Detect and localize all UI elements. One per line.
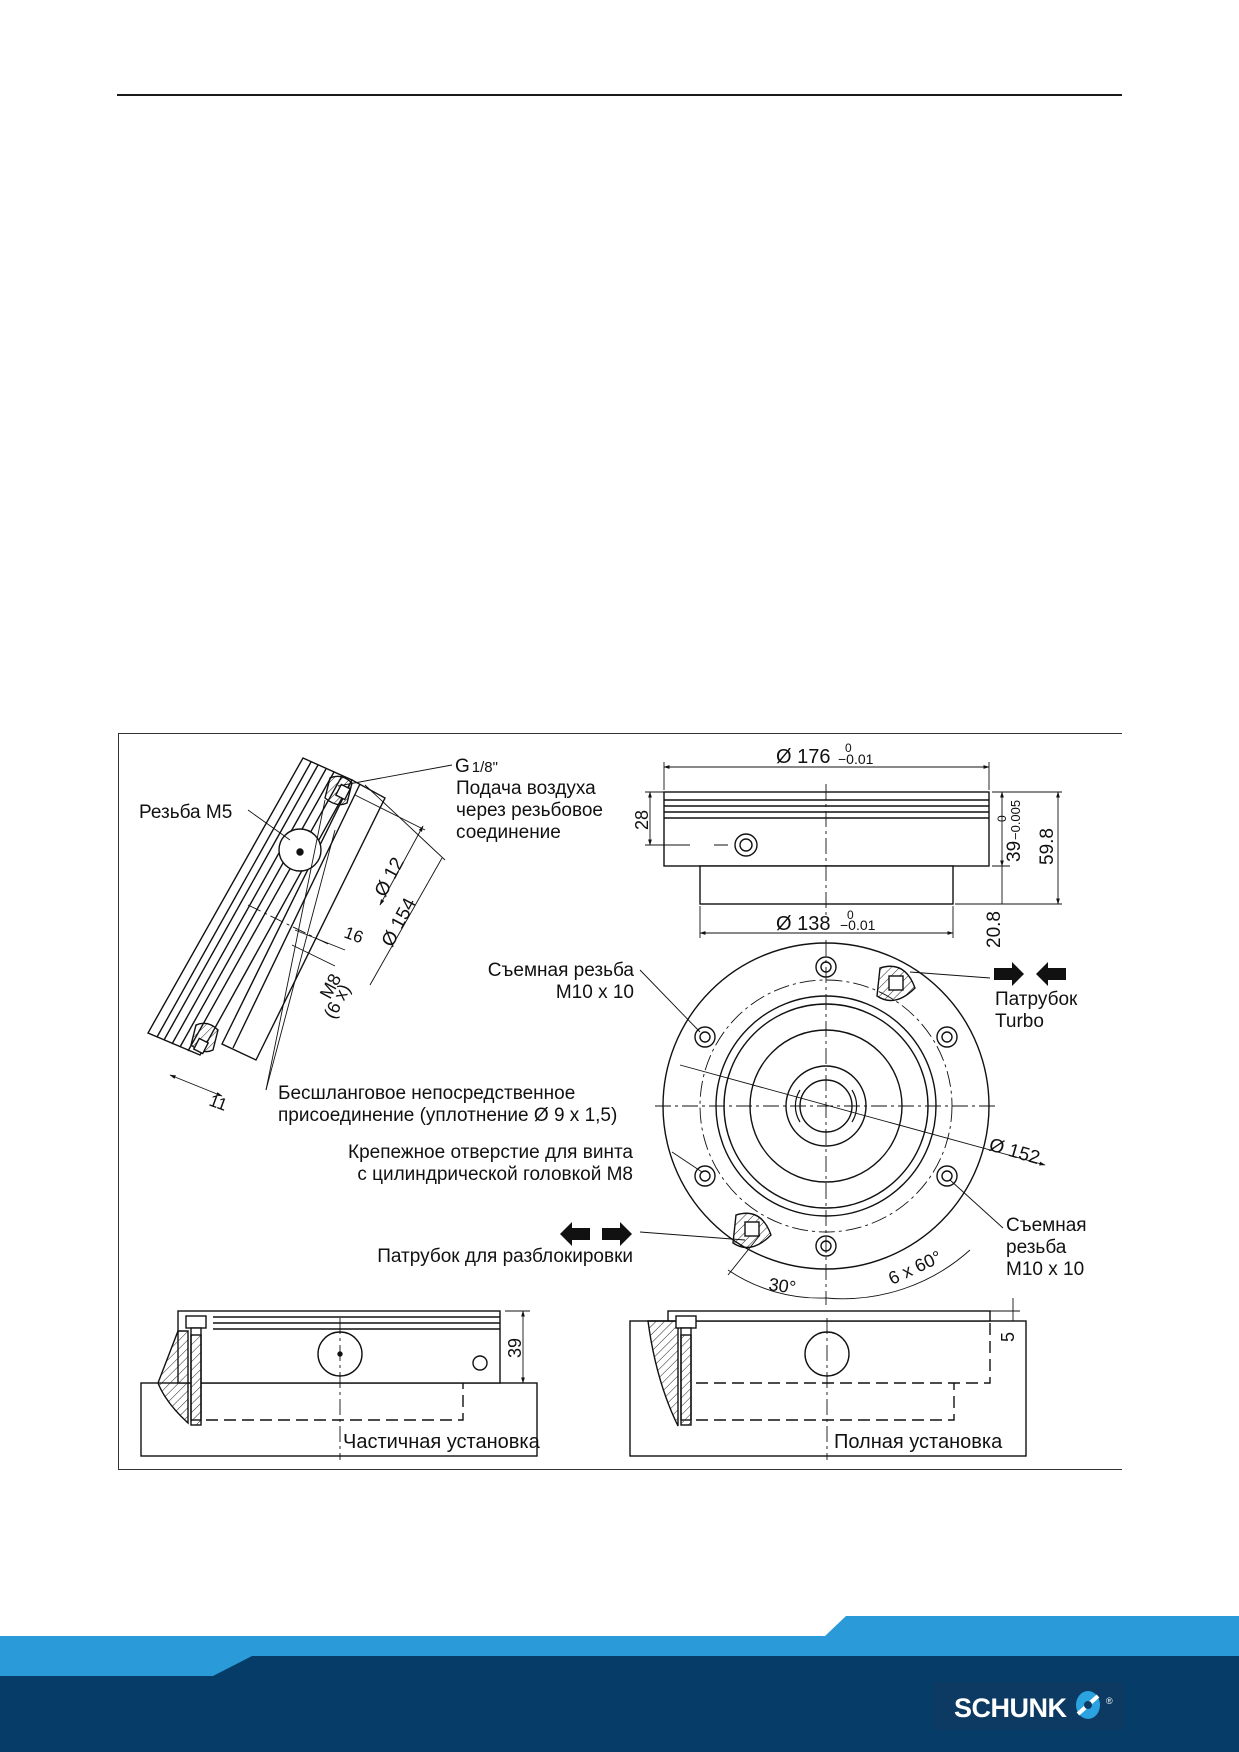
hoseless-line-1: Бесшланговое непосредственное [278,1083,575,1104]
dim-59-8: 59.8 [1037,828,1058,865]
dim-d138-tol-upper: 0 [847,908,854,922]
partial-install-view [140,1310,538,1460]
header-rule [117,94,1122,96]
logo-registered-mark: ® [1106,1696,1113,1706]
dim-d154: Ø 154 [378,894,421,950]
dim-28: 28 [632,810,652,830]
angle-6x60: 6 x 60° [885,1247,944,1289]
partial-install-label: Частичная установка [343,1431,541,1453]
side-view [147,757,453,1097]
dim-20-8: 20.8 [984,911,1005,948]
turbo-line-1: Патрубок [995,989,1078,1010]
dim-d176-tol-lower: −0.01 [838,751,874,767]
unlock-arrows-icon [560,1222,632,1246]
air-supply-line-3: соединение [456,822,561,843]
angle-30: 30° [767,1274,797,1298]
dim-11: 11 [207,1091,230,1115]
removable-thread-2-line-2: резьба [1006,1237,1067,1258]
dim-16: 16 [342,923,366,947]
full-install-label: Полная установка [834,1431,1003,1453]
dim-d176-tol-upper: 0 [845,741,852,755]
top-view [639,940,1046,1305]
full-install-dim-5: 5 [998,1332,1018,1342]
full-install-view [629,1298,1027,1460]
thread-m5-label: Резьба M5 [139,802,232,823]
logo-swirl-icon [1076,1691,1100,1719]
mount-hole-line-1: Крепежное отверстие для винта [348,1142,633,1163]
partial-install-dim-39: 39 [505,1338,525,1358]
footer-band [0,1616,1239,1752]
dim-d138-tol-lower: −0.01 [840,917,876,933]
dim-39-tol-lower: −0.005 [1008,800,1023,840]
turbo-arrows-icon [994,962,1066,986]
mount-hole-line-2: с цилиндрической головкой M8 [357,1164,633,1185]
logo-text: SCHUNK [954,1693,1067,1723]
front-view [645,762,1062,938]
removable-thread-2-line-1: Съемная [1006,1215,1087,1236]
air-supply-line-1: Подача воздуха [456,778,596,799]
dim-d138: Ø 138 [776,913,830,935]
drawing-frame [118,733,1122,1470]
removable-thread-2-line-3: M10 x 10 [1006,1259,1084,1280]
dim-d12: Ø 12 [371,854,409,900]
dim-d152: Ø 152 [987,1135,1043,1169]
air-supply-line-2: через резьбовое [456,800,603,821]
removable-thread-1-line-1: Съемная резьба [488,960,635,981]
dim-39: 39 [1004,841,1025,862]
unlock-label: Патрубок для разблокировки [377,1246,633,1267]
dim-39-tol-upper: 0 [995,815,1009,822]
hoseless-line-2: присоединение (уплотнение Ø 9 x 1,5) [278,1105,617,1126]
dim-d176: Ø 176 [776,746,830,768]
removable-thread-1-line-2: M10 x 10 [556,982,634,1003]
turbo-line-2: Turbo [995,1011,1044,1032]
